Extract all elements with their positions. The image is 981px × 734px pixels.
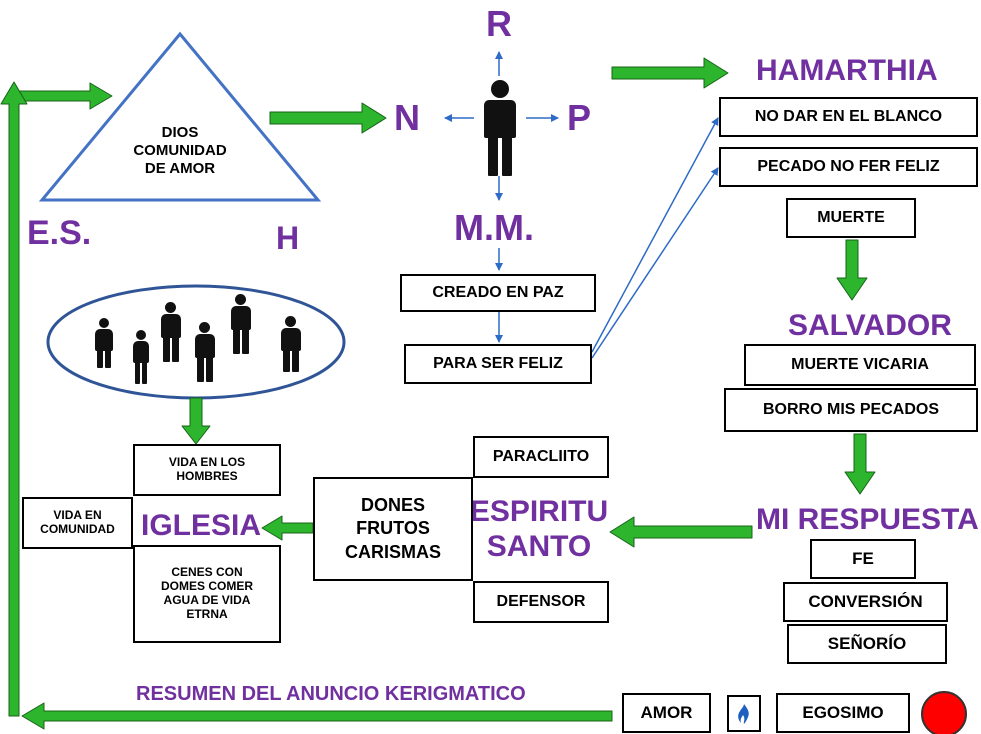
compass-r: R <box>486 3 512 44</box>
box-muerte-vicaria: MUERTE VICARIA <box>744 344 976 386</box>
heading-mi-respuesta: MI RESPUESTA <box>756 503 979 536</box>
label-es: E.S. <box>27 214 92 252</box>
box-muerte: MUERTE <box>786 198 916 238</box>
heading-salvador: SALVADOR <box>788 309 952 342</box>
box-conversion: CONVERSIÓN <box>783 582 948 622</box>
label-h: H <box>276 220 300 256</box>
green-arrow-dones-to-iglesia <box>261 515 314 541</box>
heading-hamarthia: HAMARTHIA <box>756 54 938 87</box>
box-defensor: DEFENSOR <box>473 581 609 623</box>
box-creado-en-paz: CREADO EN PAZ <box>400 274 596 312</box>
person-icon <box>194 322 216 382</box>
green-arrow-borro-to-respuesta <box>844 433 876 495</box>
green-arrow-triangle-to-n <box>269 102 387 134</box>
red-circle-icon <box>921 691 967 734</box>
box-para-ser-feliz: PARA SER FELIZ <box>404 344 592 384</box>
trinity-triangle <box>38 31 322 202</box>
person-icon <box>280 316 302 372</box>
green-arrow-respuesta-to-espiritu <box>609 516 753 548</box>
box-amor-mark <box>727 695 761 732</box>
feliz-to-nodar-arrow <box>591 117 719 353</box>
green-arrow-left-return <box>0 81 28 717</box>
heading-espiritu-santo: ESPIRITU SANTO <box>469 495 609 563</box>
box-no-dar-en-el-blanco: NO DAR EN EL BLANCO <box>719 97 978 137</box>
resumen-title: RESUMEN DEL ANUNCIO KERIGMATICO <box>136 683 526 705</box>
trinity-text: DIOS COMUNIDAD DE AMOR <box>133 124 227 177</box>
box-vida-en-los-hombres: VIDA EN LOS HOMBRES <box>133 444 281 496</box>
green-arrow-to-hamarthia <box>611 57 729 89</box>
person-icon <box>230 294 252 354</box>
box-paraclito: PARACLIITO <box>473 436 609 478</box>
person-icon <box>94 318 114 368</box>
green-arrow-muerte-to-salvador <box>836 239 868 301</box>
box-cenes-con-domes: CENES CON DOMES COMER AGUA DE VIDA ETRNA <box>133 545 281 643</box>
compass-mm: M.M. <box>454 207 534 248</box>
green-arrow-bottom-return <box>21 702 613 730</box>
heading-iglesia: IGLESIA <box>141 509 262 542</box>
blue-flame-icon <box>738 703 749 724</box>
green-arrow-to-triangle <box>13 82 113 110</box>
box-senorio: SEÑORÍO <box>787 624 947 664</box>
person-icon <box>480 80 520 176</box>
box-egosimo: EGOSIMO <box>776 693 910 733</box>
box-fe: FE <box>810 539 916 579</box>
compass-p: P <box>567 97 592 138</box>
feliz-to-pecado-arrow <box>591 167 719 359</box>
compass-n: N <box>394 97 420 138</box>
person-icon <box>132 330 150 384</box>
box-pecado-no-fer-feliz: PECADO NO FER FELIZ <box>719 147 978 187</box>
person-icon <box>160 302 182 362</box>
box-borro-mis-pecados: BORRO MIS PECADOS <box>724 388 978 432</box>
box-vida-en-comunidad: VIDA EN COMUNIDAD <box>22 497 133 549</box>
box-dones-frutos-carismas: DONES FRUTOS CARISMAS <box>313 477 473 581</box>
box-amor: AMOR <box>622 693 711 733</box>
green-arrow-community-to-vida <box>181 397 211 445</box>
